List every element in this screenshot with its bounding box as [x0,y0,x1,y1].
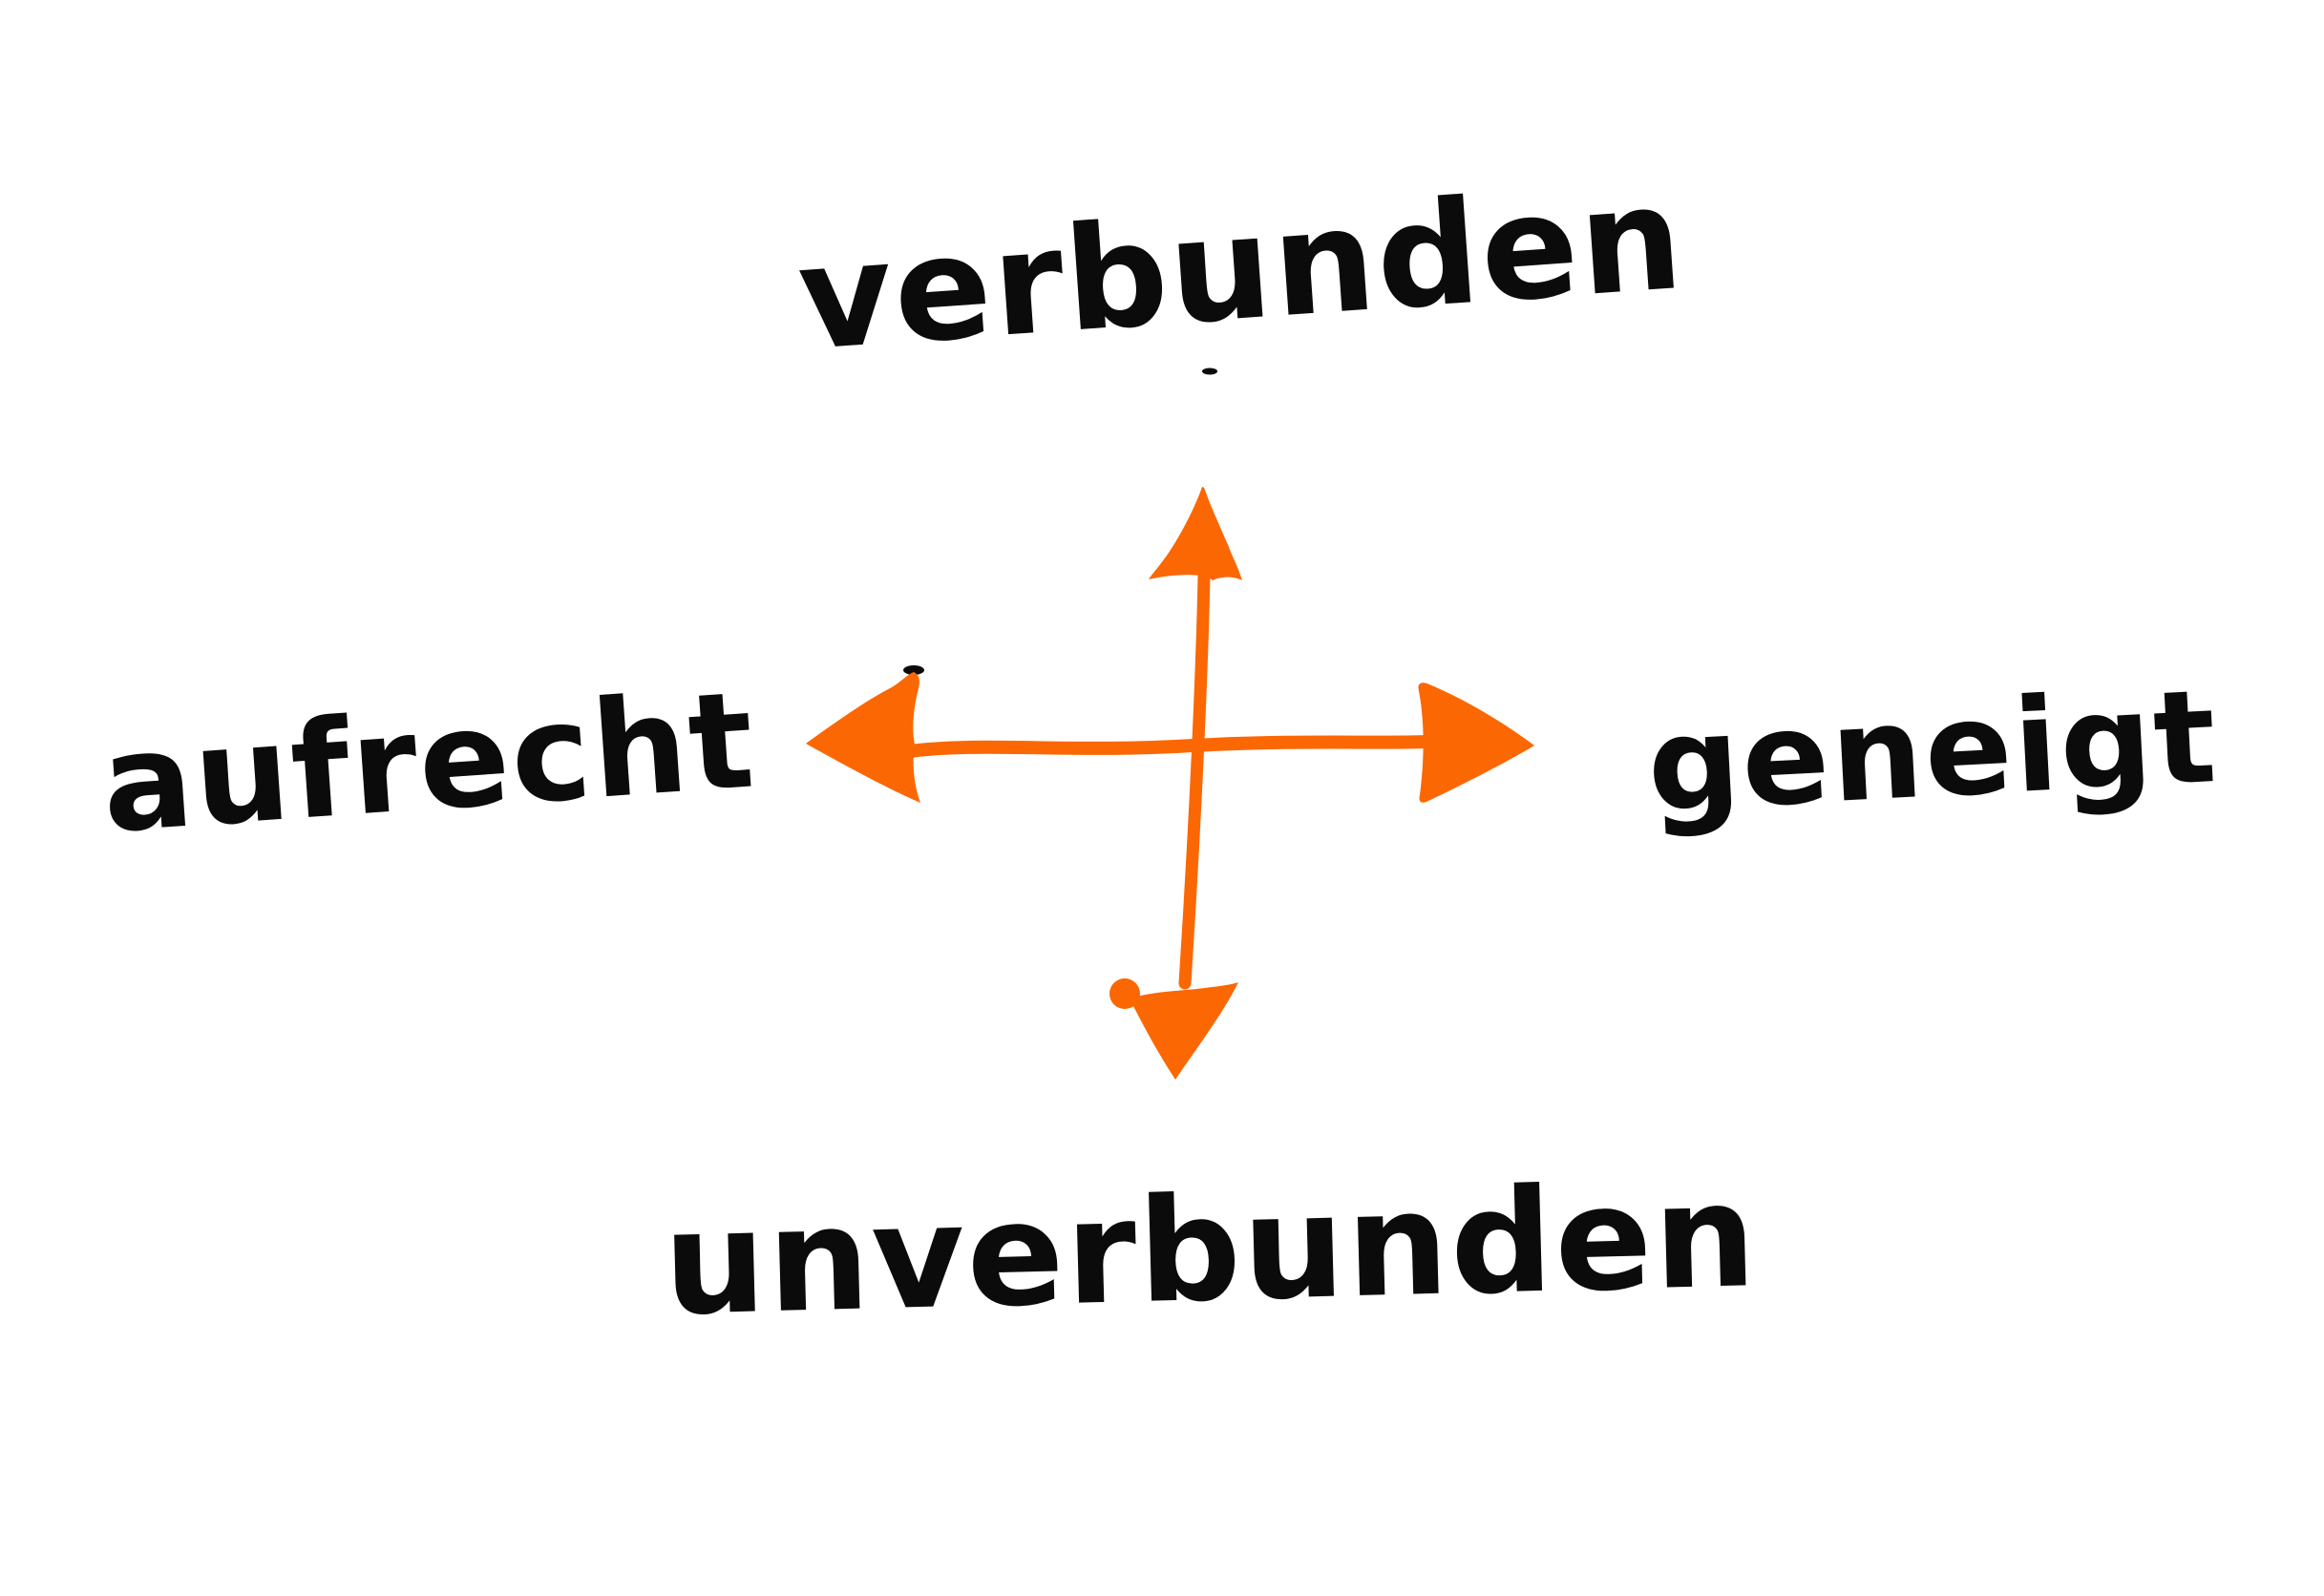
ink-dot-below-top-label [1202,368,1217,375]
arrow-down-head [1130,982,1238,1080]
vertical-arrow-shaft [1178,570,1211,990]
ink-speck-left-arrowhead [903,665,924,675]
arrow-up-head [1149,487,1242,580]
horizontal-arrow-shaft [903,735,1435,758]
label-geneigt: geneigt [1643,661,2222,842]
arrow-cross [806,368,1534,1080]
arrow-left-head [806,672,920,803]
label-unverbunden: unverbunden [661,1153,1761,1348]
arrow-right-head [1418,682,1534,803]
